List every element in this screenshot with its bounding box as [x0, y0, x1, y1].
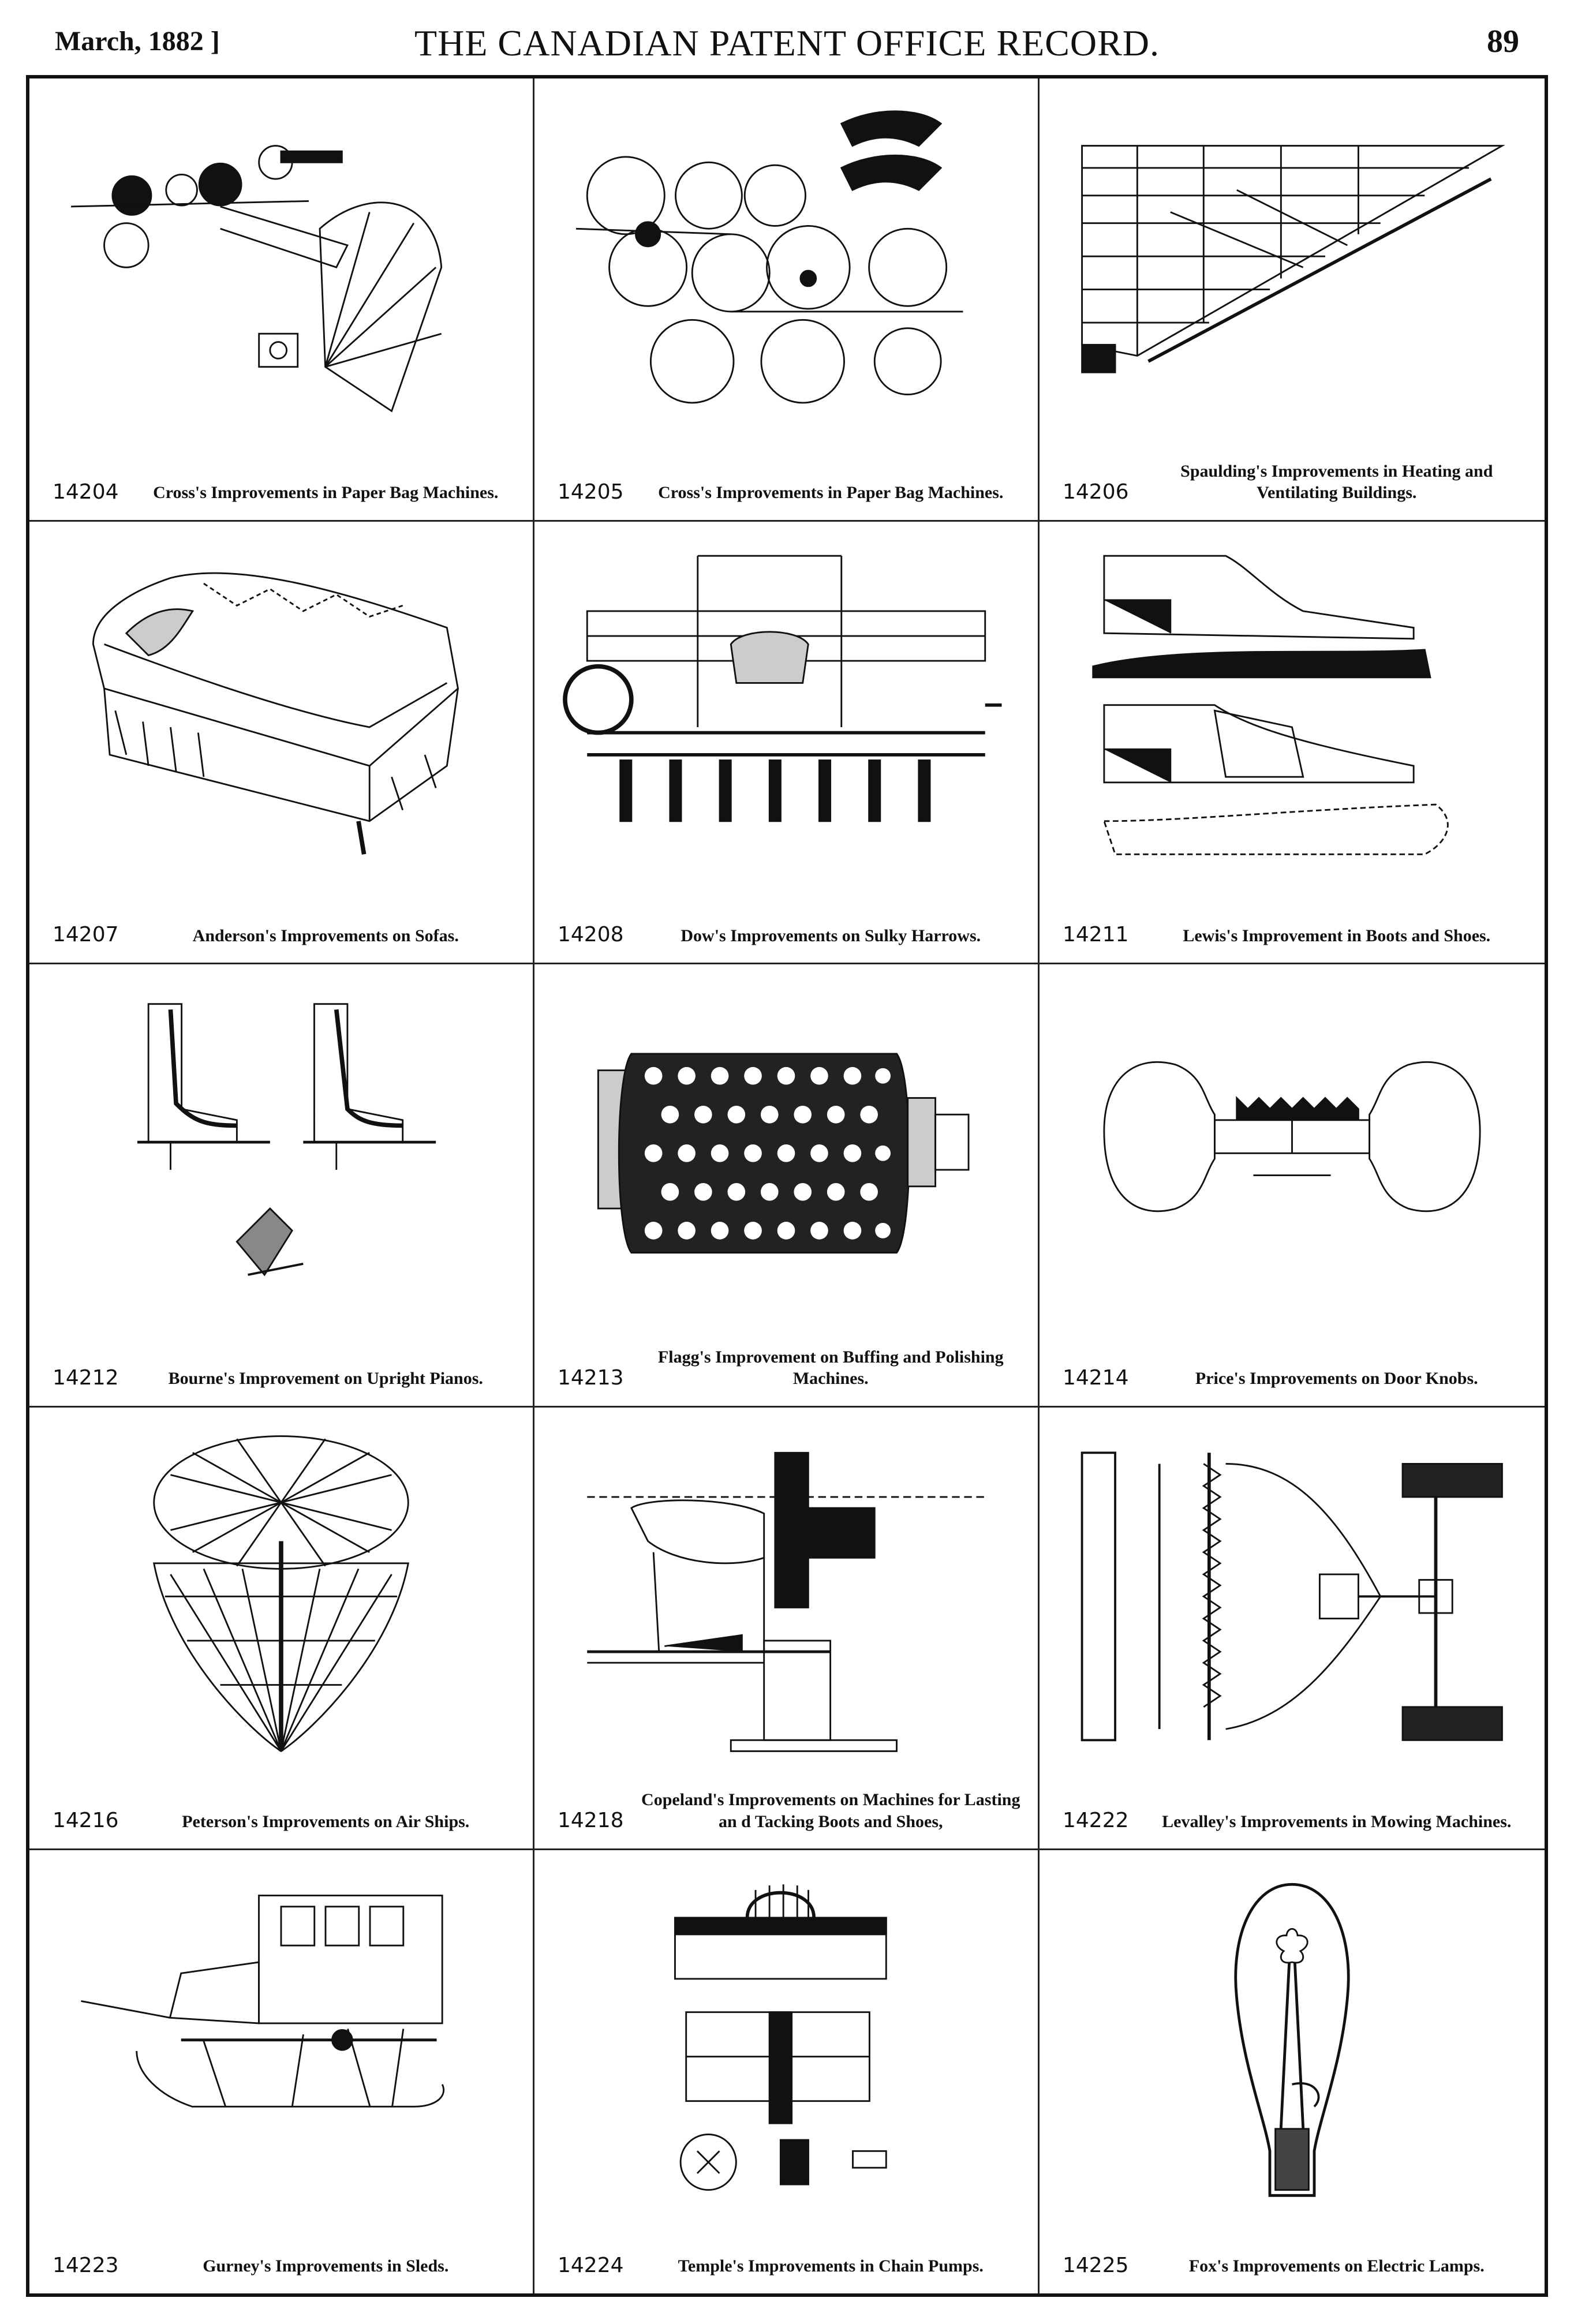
- patent-title: Gurney's Improvements in Sleds.: [203, 2256, 449, 2276]
- patent-number: 14224: [558, 2253, 624, 2277]
- patent-title: Copeland's Improvements on Machines for …: [641, 1790, 1020, 1831]
- patent-cell: 14204 Cross's Improvements in Paper Bag …: [29, 78, 534, 522]
- chain-pump-drawing-icon: [558, 1873, 1015, 2207]
- patent-number: 14214: [1063, 1365, 1129, 1390]
- electric-lamp-drawing-icon: [1063, 1873, 1521, 2207]
- patent-title: Bourne's Improvement on Upright Pianos.: [168, 1369, 483, 1389]
- patent-number: 14207: [53, 923, 119, 947]
- patent-number: 14216: [53, 1809, 119, 1833]
- mowing-machine-drawing-icon: [1063, 1431, 1521, 1762]
- harrow-drawing-icon: [558, 545, 1015, 877]
- paper-bag-machine-drawing-icon: [53, 102, 510, 433]
- patent-cell: 14208 Dow's Improvements on Sulky Harrow…: [534, 521, 1040, 965]
- patent-title: Lewis's Improvement in Boots and Shoes.: [1183, 926, 1491, 945]
- patent-cell: 14213 Flagg's Improvement on Buffing and…: [534, 964, 1040, 1408]
- patent-number: 14211: [1063, 923, 1129, 947]
- patent-title: Cross's Improvements in Paper Bag Machin…: [658, 483, 1004, 503]
- patent-cell: 14206 Spaulding's Improvements in Heatin…: [1040, 78, 1545, 522]
- patent-title: Cross's Improvements in Paper Bag Machin…: [153, 483, 499, 503]
- patent-title: Price's Improvements on Door Knobs.: [1195, 1369, 1478, 1389]
- air-ship-drawing-icon: [53, 1431, 510, 1762]
- patent-cell: 14212 Bourne's Improvement on Upright Pi…: [29, 964, 534, 1408]
- patent-number: 14205: [558, 480, 624, 504]
- buffing-roller-drawing-icon: [558, 987, 1015, 1319]
- door-knob-drawing-icon: [1063, 987, 1521, 1319]
- patent-number: 14225: [1063, 2253, 1129, 2277]
- patent-title: Levalley's Improvements in Mowing Machin…: [1162, 1812, 1512, 1831]
- patent-title: Spaulding's Improvements in Heating and …: [1180, 461, 1493, 503]
- patent-number: 14212: [53, 1365, 119, 1390]
- sled-drawing-icon: [53, 1873, 510, 2207]
- sofa-drawing-icon: [53, 545, 510, 877]
- patent-number: 14213: [558, 1365, 624, 1390]
- publication-title: THE CANADIAN PATENT OFFICE RECORD.: [414, 23, 1160, 63]
- piano-action-drawing-icon: [53, 987, 510, 1319]
- lasting-machine-drawing-icon: [558, 1431, 1015, 1762]
- patent-title: Anderson's Improvements on Sofas.: [192, 926, 459, 945]
- patent-cell: 14207 Anderson's Improvements on Sofas.: [29, 521, 534, 965]
- building-frame-drawing-icon: [1063, 102, 1521, 433]
- page-header: March, 1882 ] THE CANADIAN PATENT OFFICE…: [0, 0, 1574, 69]
- boot-drawing-icon: [1063, 545, 1521, 877]
- patent-title: Dow's Improvements on Sulky Harrows.: [681, 926, 981, 945]
- issue-date: March, 1882 ]: [55, 26, 220, 57]
- patent-cell: 14218 Copeland's Improvements on Machine…: [534, 1407, 1040, 1851]
- page-number: 89: [1487, 24, 1519, 59]
- patent-cell: 14223 Gurney's Improvements in Sleds.: [29, 1850, 534, 2293]
- patent-grid: 14204 Cross's Improvements in Paper Bag …: [26, 75, 1548, 2297]
- patent-cell: 14225 Fox's Improvements on Electric Lam…: [1040, 1850, 1545, 2293]
- patent-title: Flagg's Improvement on Buffing and Polis…: [657, 1347, 1004, 1389]
- patent-number: 14222: [1063, 1809, 1129, 1833]
- patent-cell: 14211 Lewis's Improvement in Boots and S…: [1040, 522, 1545, 965]
- patent-cell: 14222 Levalley's Improvements in Mowing …: [1040, 1408, 1545, 1851]
- patent-cell: 14216 Peterson's Improvements on Air Shi…: [29, 1407, 534, 1851]
- patent-number: 14206: [1063, 480, 1129, 504]
- patent-number: 14204: [53, 480, 119, 504]
- patent-cell: 14224 Temple's Improvements in Chain Pum…: [534, 1850, 1040, 2293]
- patent-cell: 14214 Price's Improvements on Door Knobs…: [1040, 964, 1545, 1408]
- paper-bag-machine-rollers-drawing-icon: [558, 102, 1015, 433]
- patent-title: Fox's Improvements on Electric Lamps.: [1188, 2256, 1485, 2276]
- patent-number: 14223: [53, 2253, 119, 2277]
- patent-cell: 14205 Cross's Improvements in Paper Bag …: [534, 78, 1040, 522]
- patent-number: 14208: [558, 923, 624, 947]
- patent-title: Peterson's Improvements on Air Ships.: [182, 1812, 470, 1831]
- patent-title: Temple's Improvements in Chain Pumps.: [678, 2256, 984, 2276]
- patent-number: 14218: [558, 1809, 624, 1833]
